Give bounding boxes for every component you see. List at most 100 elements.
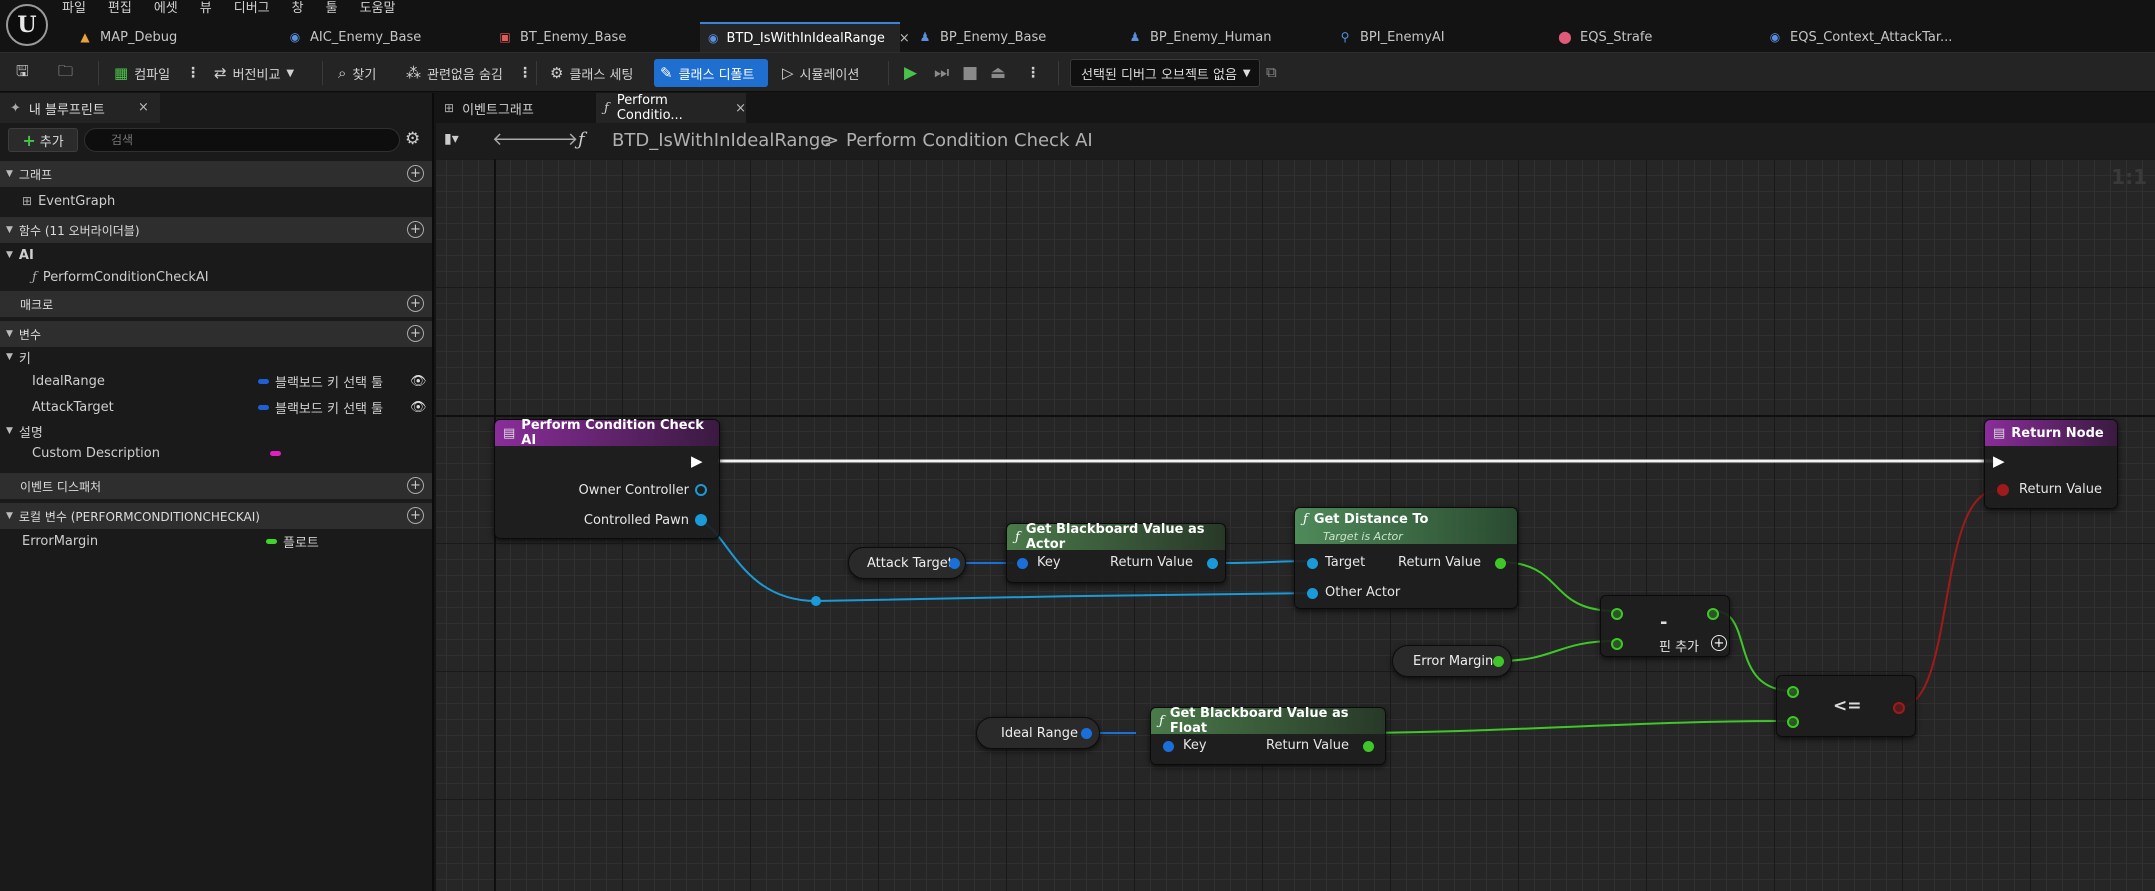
section-macros[interactable]: 매크로+ [0, 291, 432, 317]
doc-tab-bp-enemy-base[interactable]: ♟ BP_Enemy_Base [910, 22, 1110, 52]
node-get-distance-to[interactable]: ƒ Get Distance To Target is Actor Target… [1294, 507, 1518, 609]
section-graph[interactable]: ▼그래프+ [0, 161, 432, 187]
back-arrow-icon[interactable]: 🡐 [492, 129, 541, 150]
return-value-pin-icon[interactable] [1997, 484, 2009, 496]
menu-window[interactable]: 창 [291, 1, 304, 16]
pawn-wire[interactable] [695, 520, 1317, 603]
variable-out-pin-icon[interactable] [949, 558, 960, 569]
bool-return-wire[interactable] [1899, 490, 1997, 708]
debug-filter-icon[interactable]: ⧉ [1266, 63, 1277, 81]
category-key[interactable]: ▼키 [0, 347, 432, 367]
controlled-pawn-pin-icon[interactable] [695, 514, 707, 526]
add-event-dispatcher-icon[interactable]: + [407, 477, 424, 494]
variable-out-pin-icon[interactable] [1493, 656, 1504, 667]
breadcrumb-function[interactable]: Perform Condition Check AI [846, 130, 1093, 151]
node-return[interactable]: ▤ Return Node ▶ Return Value [1984, 419, 2118, 509]
eject-icon[interactable]: ⏏ [990, 63, 1007, 83]
variable-row-idealrange[interactable]: IdealRange 블랙보드 키 선택 툴 👁 [0, 369, 432, 393]
float-compare-wire[interactable] [1363, 720, 1795, 734]
menu-help[interactable]: 도움말 [359, 1, 396, 16]
doc-tab-bpi-enemyai[interactable]: ⚲ BPI_EnemyAI [1330, 22, 1530, 52]
return-value-pin-icon[interactable] [1495, 558, 1506, 569]
simulation-button[interactable]: ▷시뮬레이션 [776, 59, 865, 87]
find-button[interactable]: ⌕찾기 [332, 59, 382, 87]
doc-tab-bt-enemy-base[interactable]: ▣ BT_Enemy_Base [490, 22, 690, 52]
eye-icon[interactable]: 👁 [410, 399, 427, 415]
search-input[interactable] [84, 128, 400, 152]
class-settings-button[interactable]: ⚙클래스 세팅 [544, 59, 639, 87]
graph-options-icon[interactable]: ▮▾ [444, 131, 459, 147]
compile-button[interactable]: ▦컴파일 [108, 59, 176, 87]
owner-controller-pin-icon[interactable] [695, 484, 707, 496]
debug-object-select[interactable]: 선택된 디버그 오브젝트 없음▼ [1070, 59, 1260, 87]
doc-tab-aic-enemy-base[interactable]: ◉ AIC_Enemy_Base [280, 22, 480, 52]
node-less-equal[interactable]: <= [1776, 675, 1916, 737]
menu-tools[interactable]: 툴 [325, 1, 338, 16]
variable-out-pin-icon[interactable] [1081, 728, 1092, 739]
variable-row-custom-description[interactable]: Custom Description [0, 441, 432, 465]
step-icon[interactable]: ⏭ [934, 63, 950, 83]
breadcrumb-blueprint[interactable]: BTD_IsWithInIdealRange [612, 130, 832, 151]
node-error-margin-variable[interactable]: Error Margin [1392, 645, 1512, 677]
compare-out-pin-icon[interactable] [1893, 702, 1905, 714]
eye-icon[interactable]: 👁 [410, 373, 427, 389]
node-attack-target-variable[interactable]: Attack Target [848, 547, 966, 579]
variable-row-attacktarget[interactable]: AttackTarget 블랙보드 키 선택 툴 👁 [0, 395, 432, 419]
class-defaults-button[interactable]: ✎클래스 디폴트 [654, 59, 768, 87]
menu-view[interactable]: 뷰 [199, 1, 212, 16]
list-item-eventgraph[interactable]: ⊞EventGraph [0, 189, 432, 213]
section-local-variables[interactable]: ▼로컬 변수 (PERFORMCONDITIONCHECKAI)+ [0, 503, 432, 529]
compile-options-icon[interactable]: ⋮ [186, 65, 200, 81]
return-value-pin-icon[interactable] [1363, 741, 1374, 752]
add-button[interactable]: +추가 [8, 128, 78, 152]
distance-subtract-wire[interactable] [1498, 561, 1617, 612]
menu-file[interactable]: 파일 [62, 1, 86, 16]
add-pin-label[interactable]: 핀 추가 [1659, 640, 1700, 655]
node-get-blackboard-value-as-actor[interactable]: ƒ Get Blackboard Value as Actor Key Retu… [1006, 522, 1226, 583]
return-value-pin-icon[interactable] [1207, 558, 1218, 569]
key-pin-icon[interactable] [1163, 741, 1174, 752]
close-icon[interactable]: × [898, 30, 910, 46]
node-ideal-range-variable[interactable]: Ideal Range [976, 717, 1100, 749]
add-local-variable-icon[interactable]: + [407, 507, 424, 524]
section-variables[interactable]: ▼변수+ [0, 321, 432, 347]
gear-icon[interactable]: ⚙ [405, 129, 421, 149]
save-button[interactable]: 🖫 [10, 59, 41, 87]
compare-in-b-pin-icon[interactable] [1787, 716, 1799, 728]
add-function-icon[interactable]: + [407, 221, 424, 238]
compare-in-a-pin-icon[interactable] [1787, 686, 1799, 698]
menu-edit[interactable]: 편집 [107, 1, 132, 16]
tab-perform-condition[interactable]: ƒ Perform Conditio... × [596, 93, 746, 123]
hide-unrelated-button[interactable]: ⁂관련없음 숨김 [400, 59, 509, 87]
add-pin-icon[interactable]: + [1711, 635, 1727, 651]
doc-tab-eqs-strafe[interactable]: ⬤ EQS_Strafe [1550, 22, 1750, 52]
node-get-blackboard-value-as-float[interactable]: ƒ Get Blackboard Value as Float Key Retu… [1150, 706, 1386, 765]
subtract-out-pin-icon[interactable] [1707, 608, 1719, 620]
forward-arrow-icon[interactable]: 🡒 [530, 129, 579, 150]
add-macro-icon[interactable]: + [407, 295, 424, 312]
doc-tab-btd-iswithinidealrange[interactable]: ◉ BTD_IsWithInIdealRange × [700, 22, 910, 52]
stop-icon[interactable]: ■ [962, 63, 979, 83]
browse-button[interactable]: 🗀 [52, 59, 85, 87]
node-perform-condition-check-ai[interactable]: ▤ Perform Condition Check AI ▶ Owner Con… [494, 418, 720, 539]
tab-event-graph[interactable]: ⊞ 이벤트그래프 [436, 93, 596, 123]
hide-unrelated-options-icon[interactable]: ⋮ [518, 65, 532, 81]
exec-out-pin-icon[interactable]: ▶ [691, 452, 703, 470]
section-functions[interactable]: ▼함수 (11 오버라이더블)+ [0, 217, 432, 243]
target-pin-icon[interactable] [1307, 558, 1318, 569]
exec-in-pin-icon[interactable]: ▶ [1993, 452, 2005, 470]
error-margin-wire[interactable] [1497, 640, 1617, 662]
close-icon[interactable]: × [138, 100, 149, 115]
subtract-in-b-pin-icon[interactable] [1611, 638, 1623, 650]
category-ai[interactable]: ▼AI [0, 243, 432, 267]
add-variable-icon[interactable]: + [407, 325, 424, 342]
unreal-logo-icon[interactable]: U [6, 4, 48, 46]
add-graph-icon[interactable]: + [407, 165, 424, 182]
menu-debug[interactable]: 디버그 [233, 1, 270, 16]
reroute-node[interactable] [811, 596, 821, 606]
doc-tab-eqs-context-attacktarget[interactable]: ◉ EQS_Context_AttackTar... [1760, 22, 2020, 52]
diff-button[interactable]: ⇄버전비교▼ [208, 59, 300, 87]
graph-canvas[interactable]: 1:1 ▤ Perform Condition Check AI ▶ Owner… [436, 159, 2155, 891]
variable-row-errormargin[interactable]: ErrorMargin 플로트 [0, 529, 432, 553]
